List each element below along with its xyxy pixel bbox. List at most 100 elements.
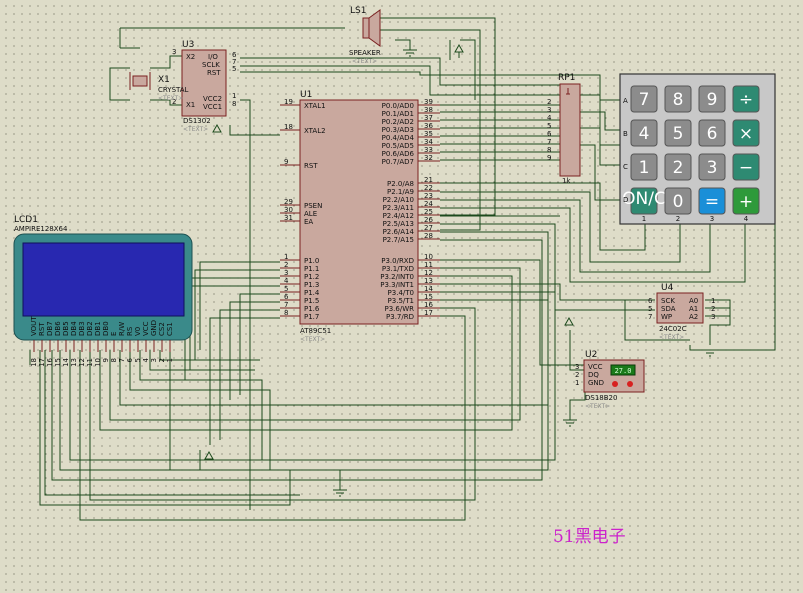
mcu-right-pin-label: P2.3/A11 <box>383 204 414 212</box>
key-minus[interactable]: − <box>732 153 760 181</box>
key-6[interactable]: 6 <box>698 119 726 147</box>
key-9[interactable]: 9 <box>698 85 726 113</box>
lcd-module[interactable]: LCD1 AMPIRE128X64 CS11CS22GND3VCC4V05RS6… <box>13 215 193 367</box>
mcu-right-pin-label: P2.5/A13 <box>383 220 414 228</box>
key-label: 6 <box>707 124 718 144</box>
keypad-col-label: 1 <box>642 215 646 223</box>
rtc-pin-x2: X2 <box>186 53 195 61</box>
rtc-num-3: 3 <box>172 48 176 56</box>
lcd-pin-label: RST <box>38 322 46 336</box>
lcd-pin-number: 2 <box>158 358 166 362</box>
sensor-down-button[interactable] <box>612 381 618 387</box>
mcu-right-pin-label: P3.7/RD <box>386 313 414 321</box>
eeprom-u4[interactable]: U4 SCK SDA WP A0 A1 A2 6 5 7 1 2 3 24C02… <box>648 283 715 341</box>
lcd-pin-number: 7 <box>118 358 126 362</box>
speaker-name: SPEAKER <box>349 49 381 57</box>
lcd-pin-label: DB7 <box>46 321 54 336</box>
mcu-left-pin-number: 18 <box>284 123 293 131</box>
mcu-right-pin-number: 10 <box>424 253 433 261</box>
rtc-num-7: 7 <box>232 58 236 66</box>
speaker-ls1[interactable]: LS1 SPEAKER <TEXT> <box>349 6 381 65</box>
key-label: 9 <box>707 90 718 110</box>
rtc-u3[interactable]: U3 X2 I/O SCLK RST X1 VCC2 VCC1 3 6 7 5 … <box>172 40 237 133</box>
crystal-name: CRYSTAL <box>158 86 189 94</box>
lcd-pin-number: 9 <box>102 358 110 362</box>
mcu-left-pin-label: P1.2 <box>304 273 319 281</box>
crystal-x1[interactable]: X1 CRYSTAL <TEXT> <box>129 72 189 102</box>
key-multiply[interactable]: × <box>732 119 760 147</box>
mcu-u1[interactable]: U1 XTAL119XTAL218RST9PSEN29ALE30EA31P1.0… <box>280 90 440 343</box>
mcu-left-pin-label: P1.0 <box>304 257 319 265</box>
speaker-ref: LS1 <box>350 6 366 16</box>
lcd-pin-label: CS1 <box>166 322 174 336</box>
key-2[interactable]: 2 <box>664 153 692 181</box>
mcu-right-pin-number: 35 <box>424 130 433 138</box>
mcu-right-pin-number: 17 <box>424 309 433 317</box>
key-4[interactable]: 4 <box>630 119 658 147</box>
lcd-pin-label: DB3 <box>78 321 86 336</box>
key-8[interactable]: 8 <box>664 85 692 113</box>
rpack-pin-number: 6 <box>547 130 552 138</box>
sensor-up-button[interactable] <box>627 381 633 387</box>
lcd-pin-number: 8 <box>110 358 118 362</box>
eeprom-pin-sda: SDA <box>661 305 676 313</box>
mcu-right-pin-label: P0.3/AD3 <box>382 126 414 134</box>
mcu-right-pin-number: 34 <box>424 138 433 146</box>
rtc-pin-io: I/O <box>208 53 218 61</box>
mcu-right-pin-label: P3.3/INT1 <box>380 281 414 289</box>
key-divide[interactable]: ÷ <box>732 85 760 113</box>
rtc-hint: <TEXT> <box>183 126 208 133</box>
mcu-right-pin-label: P3.6/WR <box>385 305 415 313</box>
mcu-left-pin-number: 9 <box>284 158 288 166</box>
key-plus[interactable]: + <box>732 187 760 215</box>
mcu-right-pin-number: 37 <box>424 114 433 122</box>
keypad-row-label: C <box>623 163 628 171</box>
lcd-pin-label: DB6 <box>54 321 62 336</box>
mcu-right-pin-number: 27 <box>424 224 433 232</box>
key-label: 8 <box>673 90 684 110</box>
mcu-ref: U1 <box>300 90 312 100</box>
key-3[interactable]: 3 <box>698 153 726 181</box>
rpack-tail: 1k <box>562 177 571 185</box>
sensor-reading: 27.0 <box>615 367 632 375</box>
lcd-ref: LCD1 <box>14 215 38 225</box>
key-on-c[interactable]: ON/C <box>622 187 666 215</box>
mcu-right-pin-number: 32 <box>424 154 433 162</box>
key-5[interactable]: 5 <box>664 119 692 147</box>
key-1[interactable]: 1 <box>630 153 658 181</box>
page-title: 51黑电子 <box>553 527 626 547</box>
key-7[interactable]: 7 <box>630 85 658 113</box>
eeprom-pin-a1: A1 <box>689 305 698 313</box>
rtc-num-6: 6 <box>232 51 237 59</box>
mcu-right-pin-label: P2.1/A9 <box>387 188 414 196</box>
mcu-right-pin-label: P3.4/T0 <box>388 289 414 297</box>
sensor-ref: U2 <box>585 350 597 360</box>
lcd-pin-label: DB2 <box>86 321 94 336</box>
mcu-right-pin-number: 22 <box>424 184 433 192</box>
crystal-hint: <TEXT> <box>158 95 183 102</box>
mcu-left-pin-label: P1.6 <box>304 305 320 313</box>
eeprom-num-1: 1 <box>711 297 715 305</box>
rtc-body <box>181 49 227 117</box>
lcd-pin-number: 15 <box>54 358 62 367</box>
lcd-pin-number: 14 <box>62 357 70 366</box>
mcu-right-pin-number: 14 <box>424 285 433 293</box>
lcd-pin-label: DB5 <box>62 321 70 336</box>
rtc-pin-x1: X1 <box>186 101 195 109</box>
mcu-body <box>299 99 419 325</box>
sensor-pin-gnd: GND <box>588 379 604 387</box>
key-label: 7 <box>639 90 650 110</box>
mcu-left-pin-number: 8 <box>284 309 288 317</box>
key-label: 2 <box>673 158 684 178</box>
key-equals[interactable]: = <box>698 187 726 215</box>
rpack-pin-number: 8 <box>547 146 551 154</box>
mcu-right-pin-label: P0.5/AD5 <box>382 142 414 150</box>
sensor-u2[interactable]: U2 VCC DQ GND 3 2 1 27.0 DS18B20 <TEXT> <box>575 350 645 410</box>
eeprom-name: 24C02C <box>659 325 687 333</box>
key-0[interactable]: 0 <box>664 187 692 215</box>
